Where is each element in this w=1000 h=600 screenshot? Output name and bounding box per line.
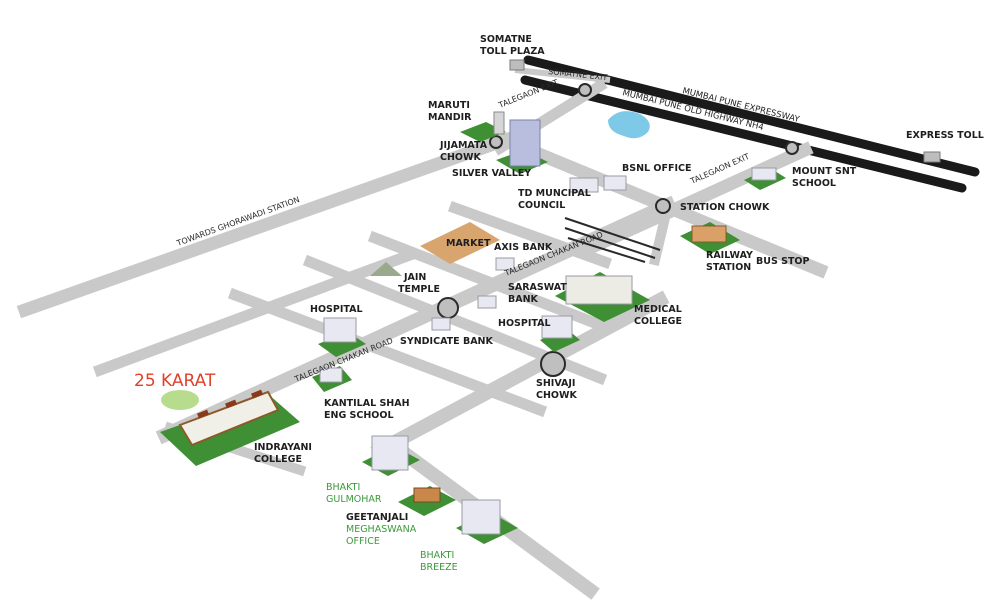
kantilal-label-1: KANTILAL SHAH (324, 398, 410, 409)
shivaji-chowk-junction (540, 351, 566, 377)
saraswat-bank-building (477, 295, 497, 309)
silver-valley-tower (509, 119, 541, 167)
td-label-1: TD MUNCIPAL (518, 188, 591, 199)
breeze-label-2: BREEZE (420, 562, 458, 573)
saraswat-label-2: BANK (508, 294, 539, 305)
maruti-label-1: MARUTI (428, 100, 470, 111)
shivaji-label-1: SHIVAJI (536, 378, 575, 389)
meghaswana-label-1: MEGHASWANA (346, 524, 417, 535)
syndicate-junction (437, 297, 459, 319)
axis-bank-building (495, 257, 515, 271)
lake (608, 111, 650, 139)
somatne-toll-booth (509, 59, 525, 71)
road-lower-cross (447, 200, 613, 270)
market-area (420, 222, 500, 264)
gulmohar-label-2: GULMOHAR (326, 494, 382, 505)
road-station-south (648, 198, 675, 267)
jain-label-2: TEMPLE (398, 284, 440, 295)
indrayani-label-1: INDRAYANI (254, 442, 312, 453)
somatne-exit-ramp (514, 67, 611, 83)
geetanjali-label: GEETANJALI (346, 512, 408, 523)
kantilal-label-2: ENG SCHOOL (324, 410, 394, 421)
axis-label: AXIS BANK (494, 242, 553, 253)
market-label: MARKET (446, 238, 491, 249)
medical-label-2: COLLEGE (634, 316, 682, 327)
bsnl-label: BSNL OFFICE (622, 163, 691, 174)
silver-valley-label: SILVER VALLEY (452, 168, 531, 179)
td-council-building (569, 177, 599, 193)
road-upper-cross (92, 247, 418, 378)
saraswat-label-1: SARASWAT (508, 282, 567, 293)
station-chowk-junction (655, 198, 671, 214)
indrayani-college-building (178, 390, 280, 447)
project-name-label: 25 KARAT (134, 371, 216, 391)
bhakti-gulmohar-tower (371, 435, 409, 471)
talegaon-exit-junction (578, 83, 592, 97)
bsnl-building (603, 175, 627, 191)
jain-temple (370, 262, 402, 276)
station-chowk-label: STATION CHOWK (680, 202, 770, 213)
medical-label-1: MEDICAL (634, 304, 682, 315)
road-axis (367, 230, 608, 333)
breeze-label-1: BHAKTI (420, 550, 454, 561)
road-shivaji-main (370, 290, 670, 460)
somatne-toll-label-1: SOMATNE (480, 34, 532, 45)
somatne-toll-label-2: TOLL PLAZA (480, 46, 545, 57)
express-toll-booth (923, 151, 941, 163)
hospital-left-label: HOSPITAL (310, 304, 363, 315)
road-ghorawadi (16, 131, 514, 319)
syndicate-label: SYNDICATE BANK (400, 336, 494, 347)
junctions (437, 83, 799, 377)
jijamata-label-2: CHOWK (440, 152, 481, 163)
railway-label-1: RAILWAY (706, 250, 753, 261)
jijamata-chowk-junction (489, 135, 503, 149)
project-marker (161, 390, 199, 410)
railway-label-2: STATION (706, 262, 751, 273)
hospital-right-label: HOSPITAL (498, 318, 551, 329)
bus-stop-label: BUS STOP (756, 256, 810, 267)
syndicate-bank-building (431, 317, 451, 331)
express-toll-label: EXPRESS TOLL (906, 130, 984, 141)
railway-tracks (564, 217, 661, 263)
mount-label-2: SCHOOL (792, 178, 836, 189)
place-labels: SOMATNE TOLL PLAZA EXPRESS TOLL MARUTI M… (134, 34, 984, 573)
jain-label-1: JAIN (403, 272, 426, 283)
gulmohar-label-1: BHAKTI (326, 482, 360, 493)
td-label-2: COUNCIL (518, 200, 565, 211)
maruti-label-2: MANDIR (428, 112, 472, 123)
highways (514, 55, 980, 193)
bhakti-breeze-tower (461, 499, 501, 535)
jijamata-label-1: JIJAMATA (439, 140, 488, 151)
indrayani-label-2: COLLEGE (254, 454, 302, 465)
mount-label-1: MOUNT SNT (792, 166, 857, 177)
old-highway-road (520, 75, 967, 193)
meghaswana-label-2: OFFICE (346, 536, 380, 547)
express-exit-junction (785, 141, 799, 155)
shivaji-label-2: CHOWK (536, 390, 577, 401)
landmarks (160, 59, 941, 544)
